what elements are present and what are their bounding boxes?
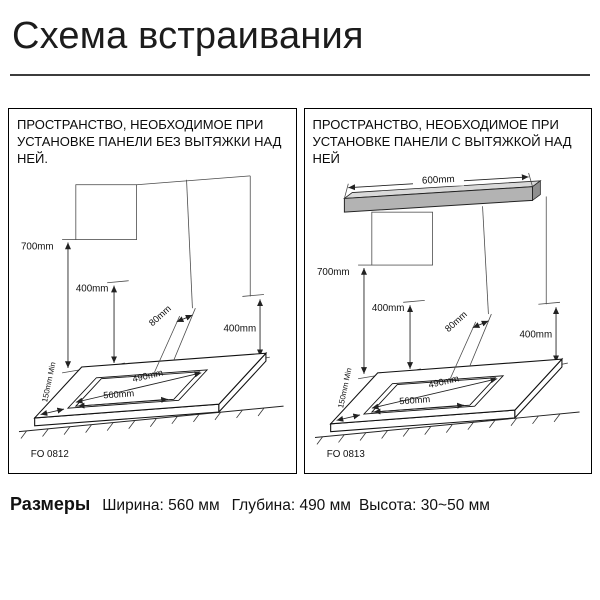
panel-without-hood-header: ПРОСТРАНСТВО, НЕОБХОДИМОЕ ПРИ УСТАНОВКЕ … xyxy=(17,116,282,166)
dim-label-400mm-right: 400mm xyxy=(519,330,552,341)
dim-label-600mm: 600mm xyxy=(421,174,454,187)
page-title: Схема встраивания xyxy=(12,15,364,57)
dimensions-summary: Размеры Ширина: 560 мм Глубина: 490 мм В… xyxy=(0,494,600,515)
dimension-400mm-right: 400mm xyxy=(223,294,270,362)
panel-without-hood: ПРОСТРАНСТВО, НЕОБХОДИМОЕ ПРИ УСТАНОВКЕ … xyxy=(8,107,297,474)
hood-chimney-outline xyxy=(370,211,433,266)
figure-code: FO 0813 xyxy=(326,449,365,460)
panel-with-hood: ПРОСТРАНСТВО, НЕОБХОДИМОЕ ПРИ УСТАНОВКЕ … xyxy=(303,107,592,474)
diagram-panels: ПРОСТРАНСТВО, НЕОБХОДИМОЕ ПРИ УСТАНОВКЕ … xyxy=(0,107,600,474)
dimension-height: Высота: 30~50 мм xyxy=(358,496,490,514)
clearance-envelope xyxy=(75,175,251,309)
installation-diagram-no-hood: 700mm 400mm 400mm xyxy=(18,175,284,460)
installation-diagram-with-hood: 600mm 700mm 400mm xyxy=(314,172,580,460)
dim-label-80mm: 80mm xyxy=(147,303,173,328)
dimension-400mm-right: 400mm xyxy=(519,301,568,368)
worktop-slab xyxy=(328,357,563,433)
dimension-400mm-left: 400mm xyxy=(76,280,129,368)
dimension-400mm-left: 400mm xyxy=(371,300,425,374)
clearance-envelope xyxy=(370,196,547,315)
dim-label-400mm-left: 400mm xyxy=(371,303,404,314)
dimension-700mm: 700mm xyxy=(21,239,80,374)
dimension-width: Ширина: 560 мм xyxy=(102,496,220,514)
title-divider xyxy=(10,73,590,76)
dimension-600mm: 600mm xyxy=(343,172,533,199)
dimension-700mm: 700mm xyxy=(316,264,376,380)
dim-label-80mm: 80mm xyxy=(443,309,469,334)
panel-with-hood-header: ПРОСТРАНСТВО, НЕОБХОДИМОЕ ПРИ УСТАНОВКЕ … xyxy=(312,116,572,166)
dim-label-400mm-left: 400mm xyxy=(76,284,109,295)
dimension-depth: Глубина: 490 мм xyxy=(231,496,351,514)
dim-label-700mm: 700mm xyxy=(21,241,54,252)
dim-label-400mm-right: 400mm xyxy=(223,324,256,335)
dim-label-700mm: 700mm xyxy=(316,267,349,278)
dimensions-label: Размеры xyxy=(10,493,91,514)
worktop-slab xyxy=(33,351,268,427)
cabinet-outline xyxy=(75,184,137,241)
counter-edge-hatching xyxy=(18,405,284,439)
figure-code: FO 0812 xyxy=(31,449,69,460)
counter-edge-hatching xyxy=(314,411,580,445)
